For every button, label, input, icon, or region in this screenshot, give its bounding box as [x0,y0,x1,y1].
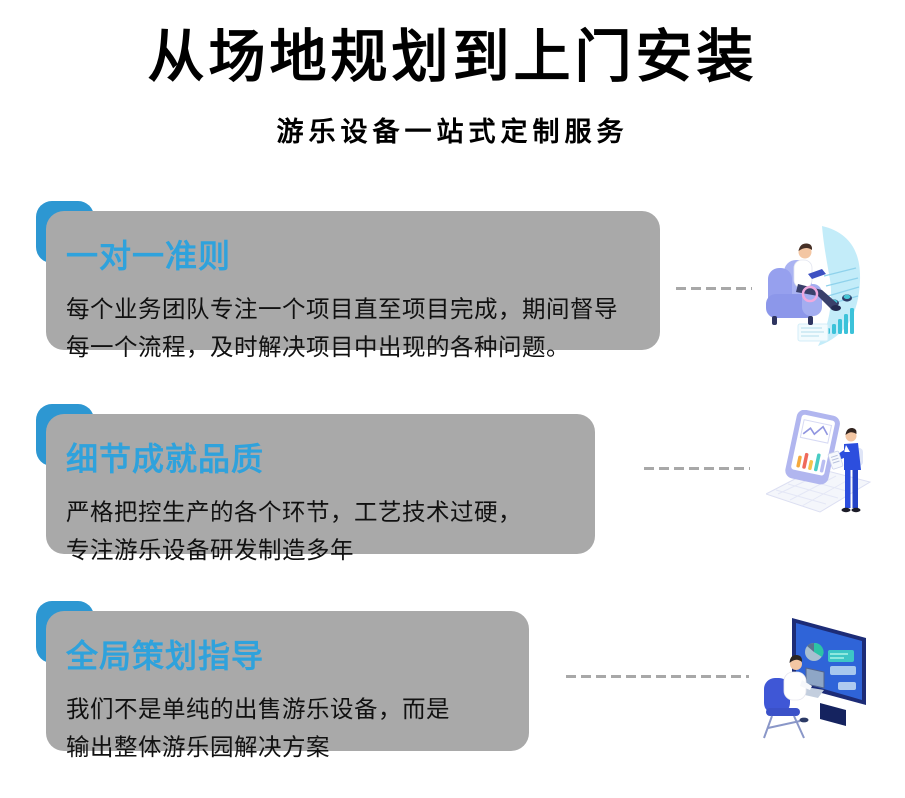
feature-card: 一对一准则 每个业务团队专注一个项目直至项目完成，期间督导 每一个流程，及时解决… [46,211,660,360]
card-body: 每个业务团队专注一个项目直至项目完成，期间督导 每一个流程，及时解决项目中出现的… [66,296,618,360]
dashed-connector [566,675,749,678]
feature-card: 全局策划指导 我们不是单纯的出售游乐设备，而是 输出整体游乐园解决方案 [46,611,529,760]
dashed-connector [676,287,752,290]
monitor-workstation-illustration [763,618,866,739]
dashed-connector [644,467,750,470]
card-title: 全局策划指导 [66,638,265,674]
card-body: 严格把控生产的各个环节，工艺技术过硬， 专注游乐设备研发制造多年 [66,499,522,563]
chart-tablet-person-illustration [766,410,872,513]
feature-card: 细节成就品质 严格把控生产的各个环节，工艺技术过硬， 专注游乐设备研发制造多年 [46,414,595,563]
armchair-person-illustration [766,226,861,346]
page-subtitle: 游乐设备一站式定制服务 [276,117,629,147]
card-body: 我们不是单纯的出售游乐设备，而是 输出整体游乐园解决方案 [66,696,450,760]
page-title: 从场地规划到上门安装 [147,25,758,89]
card-title: 一对一准则 [66,238,232,274]
card-title: 细节成就品质 [66,441,265,477]
